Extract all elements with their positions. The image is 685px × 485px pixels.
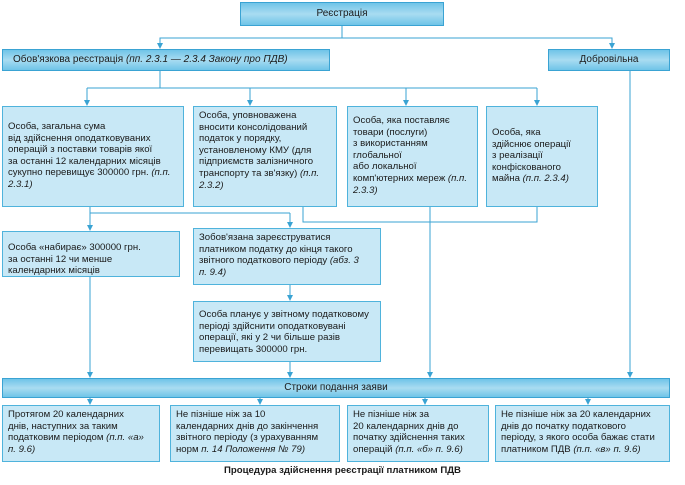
term-text: Не пізніше ніж за 20 календарних днів до…	[353, 409, 465, 455]
case-text: Особа, загальна сума від здійснення опод…	[8, 121, 161, 179]
case-ref: (п.п. 2.3.1)	[8, 167, 171, 190]
mandatory-ref: (пп. 2.3.1 — 2.3.4 Закону про ПДВ)	[125, 54, 288, 65]
case-text: Особа, яка здійснює операції з реалізаці…	[492, 127, 571, 185]
deadlines-bar: Строки подання заяви	[2, 378, 670, 398]
term-text: Протягом 20 календарних днів, наступних …	[8, 409, 124, 444]
term-text: Не пізніше ніж за 10 календарних днів до…	[176, 409, 319, 455]
term-box-2: Не пізніше ніж за 10 календарних днів до…	[170, 405, 340, 462]
case-text: Особа, уповноважена вносити консолідован…	[199, 110, 314, 179]
case-ref: (п.п. 2.3.4)	[522, 173, 569, 185]
term-ref: (п.п. «в» п. 9.6)	[573, 443, 641, 455]
mandatory-registration-box: Обов'язкова реєстрація (пп. 2.3.1 — 2.3.…	[2, 49, 330, 71]
voluntary-label: Добровільна	[579, 54, 639, 65]
plans-box: Особа планує у звітному податковому пері…	[193, 301, 381, 362]
case-ref: (п.п. 2.3.2)	[199, 167, 320, 191]
case-box-3: Особа, яка поставляє товари (послуги) з …	[347, 106, 478, 207]
case-box-2: Особа, уповноважена вносити консолідован…	[193, 106, 337, 207]
term-box-4: Не пізніше ніж за 20 календарних днів до…	[495, 405, 670, 462]
obliged-ref: (абз. 3 п. 9.4)	[199, 255, 359, 278]
mandatory-label: Обов'язкова реєстрація	[13, 54, 124, 65]
term-ref: (п.п. «а» п. 9.6)	[8, 432, 144, 455]
obliged-box: Зобов'язана зареєструватися платником по…	[193, 228, 381, 285]
case-ref: (п.п. 2.3.3)	[353, 172, 468, 196]
obliged-text: Зобов'язана зареєструватися платником по…	[199, 232, 353, 267]
term-box-1: Протягом 20 календарних днів, наступних …	[2, 405, 160, 462]
case-box-1: Особа, загальна сума від здійснення опод…	[2, 106, 184, 207]
deadlines-label: Строки подання заяви	[284, 382, 388, 393]
registration-box: Реєстрація	[240, 2, 444, 26]
figure-caption: Процедура здійснення реєстрації платнико…	[224, 465, 461, 476]
term-text: Не пізніше ніж за 20 календарних днів до…	[501, 409, 655, 455]
voluntary-registration-box: Добровільна	[548, 49, 670, 71]
registration-label: Реєстрація	[316, 8, 368, 19]
case-text: Особа, яка поставляє товари (послуги) з …	[353, 115, 450, 184]
gains-box: Особа «набирає» 300000 грн. за останні 1…	[2, 231, 180, 277]
case-box-4: Особа, яка здійснює операції з реалізаці…	[486, 106, 598, 207]
term-ref: (п.п. «б» п. 9.6)	[395, 443, 463, 455]
term-box-3: Не пізніше ніж за 20 календарних днів до…	[347, 405, 489, 462]
term-ref: п. 14 Положення № 79)	[201, 443, 306, 455]
